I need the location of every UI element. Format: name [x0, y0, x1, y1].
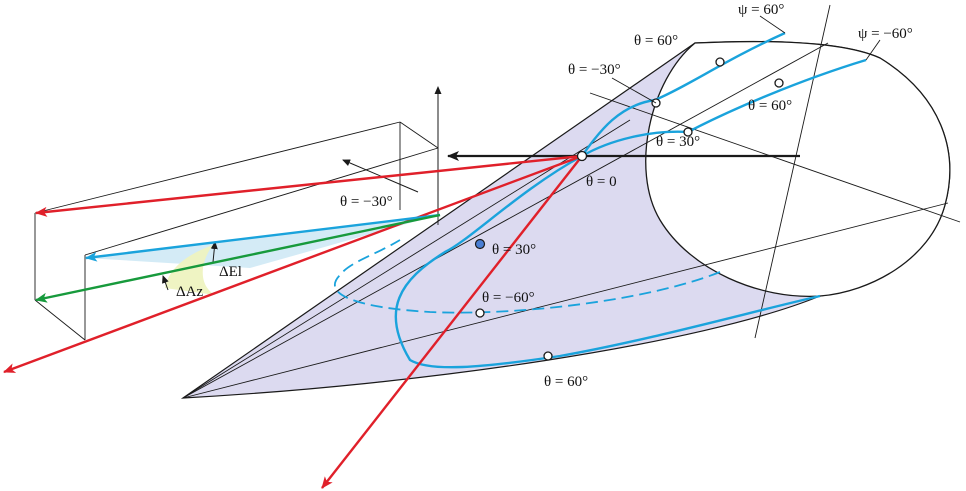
label-delta-az: ΔAz: [176, 284, 203, 300]
label-theta-m60-mid: θ = −60°: [482, 290, 535, 306]
label-theta-m30-top: θ = −30°: [568, 62, 621, 78]
psi-pos-leader: [759, 15, 786, 34]
cone-generator-1: [182, 42, 829, 399]
label-theta-60-top: θ = 60°: [634, 33, 678, 49]
cone-base-ellipse: [645, 40, 951, 297]
psi-neg-leader: [865, 39, 881, 61]
red-ray-top: [35, 154, 583, 217]
psi-pos-curve: [581, 31, 786, 157]
label-theta-60-bottom: θ = 60°: [544, 374, 588, 390]
theta-m30-leader: [611, 77, 657, 104]
label-theta-60-right: θ = 60°: [748, 98, 792, 114]
label-psi-pos: ψ = 60°: [738, 2, 784, 18]
marker-psi-neg-30: [683, 127, 693, 137]
base-axis-vertical: [754, 4, 831, 339]
theta-zero-curve: [394, 154, 821, 369]
marker-theta-60-bottom: [543, 351, 553, 361]
label-psi-neg: ψ = −60°: [858, 26, 913, 42]
label-theta-m30-left: θ = −30°: [340, 194, 393, 210]
green-ray: [35, 213, 441, 303]
el-angle-arrow: [210, 241, 218, 263]
label-theta-30-top: θ = 30°: [656, 134, 700, 150]
label-delta-el: ΔEl: [219, 264, 242, 280]
cone-generator-2: [182, 202, 949, 399]
cyan-ray: [85, 213, 441, 262]
delta-az-wedge: [165, 245, 215, 295]
marker-apex: [576, 150, 588, 162]
base-axis-diagonal: [589, 92, 961, 223]
marker-theta-30-mid: [474, 238, 486, 250]
label-theta-0: θ = 0: [586, 174, 617, 190]
marker-psi-neg-60: [774, 78, 784, 88]
marker-psi-pos-60: [715, 57, 725, 67]
label-theta-30-mid: θ = 30°: [492, 242, 536, 258]
az-angle-arrow: [162, 275, 169, 291]
theta-m60-dashed: [333, 239, 721, 314]
red-ray-left: [3, 154, 583, 374]
psi-neg-curve: [581, 58, 867, 158]
red-ray-down: [321, 155, 583, 489]
delta-el-wedge: [86, 215, 438, 268]
marker-theta-m60: [475, 308, 485, 318]
